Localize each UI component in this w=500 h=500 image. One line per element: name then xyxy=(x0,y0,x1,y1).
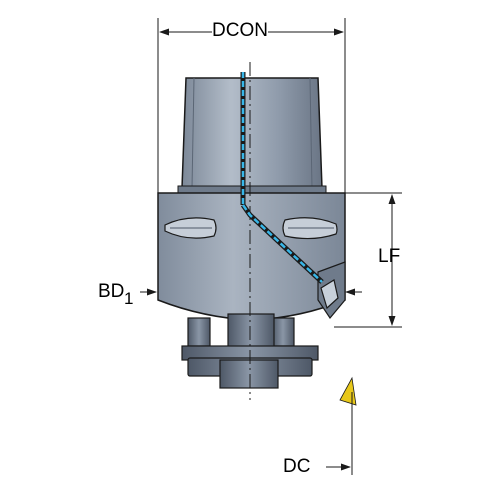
spigot-center xyxy=(227,313,275,351)
cutting-insert xyxy=(320,279,339,310)
dc-arrow xyxy=(341,463,351,471)
dc-insert-marker xyxy=(339,376,357,406)
spigot-stud-left xyxy=(187,317,211,347)
bd-label: BD xyxy=(98,281,125,302)
lf-arrow-top xyxy=(388,194,396,204)
shank-edge-left xyxy=(191,77,195,189)
dcon-arrow-left xyxy=(159,28,169,36)
dcon-label: DCON xyxy=(212,20,268,41)
bd-arrow-left xyxy=(147,288,157,296)
shank-edge-right xyxy=(309,77,313,189)
lf-arrow-bottom xyxy=(388,316,396,326)
tool-body xyxy=(157,192,346,321)
spigot-stud-right xyxy=(271,317,295,347)
dcon-arrow-right xyxy=(334,28,344,36)
dc-label: DC xyxy=(283,456,311,477)
lf-label: LF xyxy=(378,246,401,267)
bd-subscript: 1 xyxy=(124,289,134,308)
bd-arrow-right xyxy=(345,288,355,296)
tool-shank xyxy=(181,77,323,189)
spigot-nose xyxy=(219,359,279,389)
coolant-channel xyxy=(240,72,324,284)
